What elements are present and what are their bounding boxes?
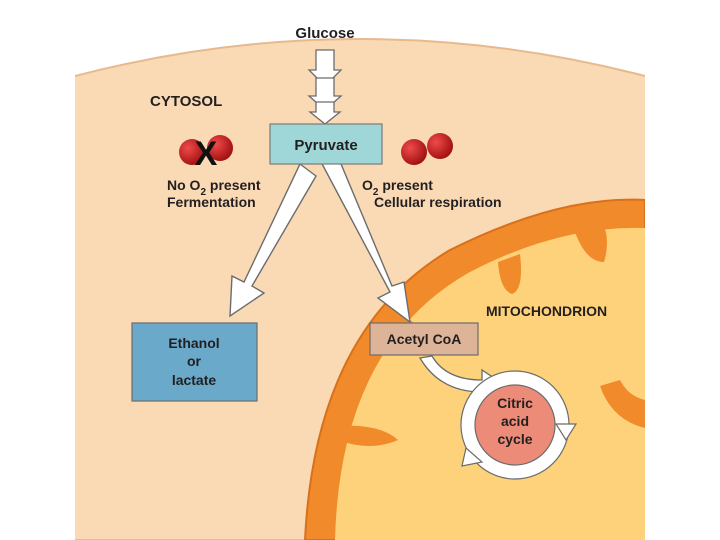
mitochondrion-label: MITOCHONDRION <box>486 303 607 319</box>
pyruvate-box <box>269 123 383 165</box>
oxygen-molecule-blocked: X <box>179 135 233 173</box>
no-o2-label: No O2 present <box>167 177 261 198</box>
fermentation-label: Fermentation <box>167 194 256 210</box>
o2-present-label: O2 present <box>362 177 433 198</box>
acetyl-coa-label: Acetyl CoA <box>387 331 462 347</box>
glucose-arrow <box>307 49 343 125</box>
ethanol-lactate-box <box>131 322 258 402</box>
acid-label: acid <box>501 413 529 429</box>
acetyl-coa-box <box>369 322 479 356</box>
oxygen-molecule <box>401 133 453 165</box>
cycle-core <box>474 384 556 466</box>
crista <box>498 254 521 294</box>
citric-acid-cycle: Citric acid cycle <box>460 370 578 480</box>
crista <box>338 425 398 446</box>
fermentation-arrow <box>229 162 317 318</box>
citric-label: Citric <box>497 395 533 411</box>
glucose-label: Glucose <box>295 25 354 42</box>
cytosol-label: CYTOSOL <box>150 93 222 110</box>
respiration-arrow <box>319 151 411 324</box>
blocked-x-icon: X <box>195 135 218 173</box>
cellular-respiration-label: Cellular respiration <box>374 194 502 210</box>
pyruvate-label: Pyruvate <box>294 137 357 154</box>
ethanol-label: Ethanol <box>168 335 219 351</box>
cycle-arrowhead-icon <box>554 423 578 442</box>
crista <box>600 380 645 428</box>
crista <box>575 226 607 262</box>
lactate-label: lactate <box>172 372 217 388</box>
cycle-label: cycle <box>497 431 532 447</box>
or-label: or <box>187 353 202 369</box>
cycle-arrowhead-icon <box>461 446 484 467</box>
